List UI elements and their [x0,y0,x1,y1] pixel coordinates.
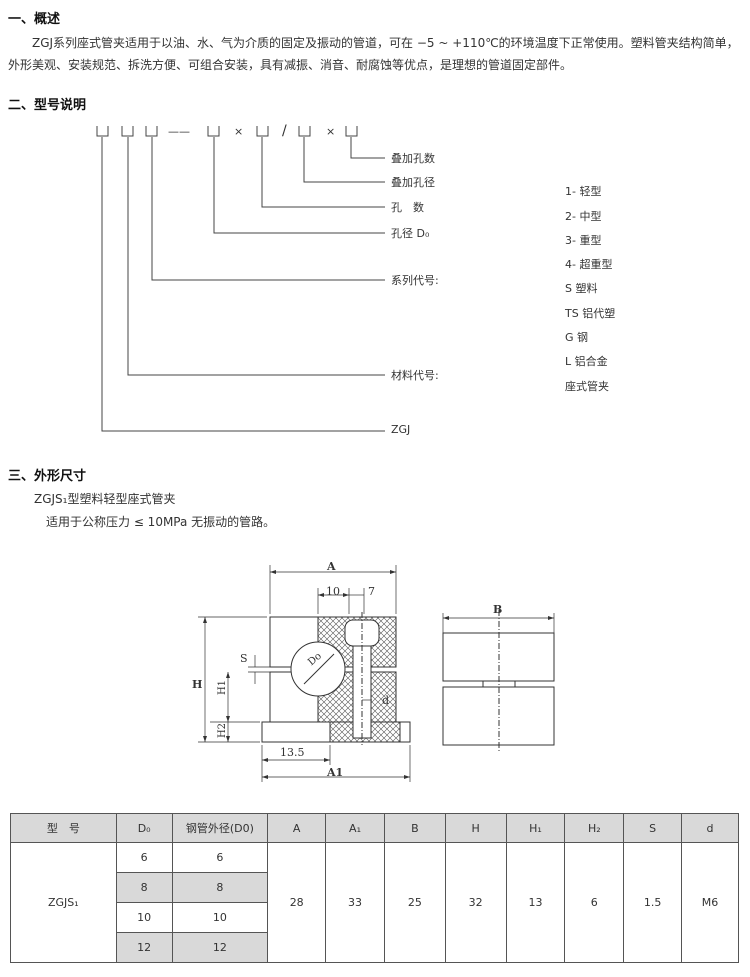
dim-label-h: H [192,678,203,691]
dimensions-usage-line: 适用于公称压力 ≤ 10MPa 无振动的管路。 [46,515,276,529]
side-view [442,610,555,752]
leader-stack-count [350,137,385,159]
code-dash: —— [168,125,190,138]
label-stack-bore: 叠加孔径 [391,176,435,189]
code-box-material [121,126,134,137]
legend-plastic: S 塑料 [565,282,598,295]
cell-h1: 13 [505,842,566,963]
code-slash: / [282,123,287,139]
label-zgj: ZGJ [391,423,411,436]
spec-table: 型 号 D₀ 钢管外径(D0) A A₁ B H H₁ H₂ S d ZGJS₁… [10,813,739,963]
leader-zgj [101,137,385,432]
legend-medium: 2- 中型 [565,210,602,223]
cell-d0: 6 [115,842,173,873]
header-s: S [623,813,683,843]
table-row: 12 12 [11,932,739,963]
section-dimensions-title: 三、外形尺寸 [8,469,87,484]
header-h1: H₁ [505,813,566,843]
cell-od: 10 [171,902,269,933]
leader-stack-bore [303,137,385,183]
cell-d: M6 [681,842,739,963]
dim-label-13-5: 13.5 [280,746,305,759]
code-times-1: × [234,125,244,138]
cell-s: 1.5 [623,842,683,963]
header-model: 型 号 [10,813,117,843]
dimensions-model-line: ZGJS₁型塑料轻型座式管夹 [34,492,176,506]
section-overview-text: ZGJ系列座式管夹适用于以油、水、气为介质的固定及振动的管道，可在 −5 ~ +… [8,36,739,72]
section-overview-title: 一、概述 [8,12,61,27]
cell-d0: 12 [115,932,173,963]
dim-label-a1: A1 [327,766,344,779]
code-box-holes [256,126,269,137]
cell-od: 6 [171,842,269,873]
dim-label-a: A [327,560,336,573]
header-a1: A₁ [325,813,385,843]
model-code-diagram [96,126,385,432]
diameter-line [303,653,335,685]
table-row: ZGJS₁ 6 6 28 33 25 32 13 6 1.5 M6 [10,842,739,963]
dim-label-s: S [240,652,248,665]
front-view [198,565,411,782]
table-header-row: 型 号 D₀ 钢管外径(D0) A A₁ B H H₁ H₂ S d [10,813,739,843]
cell-od: 8 [171,872,269,903]
label-material: 材料代号: [391,369,439,382]
dim-label-h1: H1 [217,679,229,696]
dim-label-d: d [382,694,390,707]
cell-a1: 33 [325,842,385,963]
header-d: d [681,813,739,843]
pipe-hole [290,641,346,697]
cell-h: 32 [444,842,507,963]
legend-heavy: 3- 重型 [565,234,602,247]
header-b: B [383,813,446,843]
code-box-bore [207,126,220,137]
code-box-stack-bore [298,126,311,137]
cell-a: 28 [267,842,327,963]
leader-series [151,137,385,281]
cell-od: 12 [171,932,269,963]
header-a: A [267,813,327,843]
legend-seat-clamp: 座式管夹 [565,380,609,393]
cell-h2: 6 [564,842,625,963]
label-stack-count: 叠加孔数 [391,152,435,165]
label-holes: 孔 数 [391,201,424,214]
code-box-stack-count [345,126,358,137]
table-row: 8 8 [11,872,739,903]
code-times-2: × [326,125,336,138]
cell-d0: 8 [115,872,173,903]
legend-steel: G 钢 [565,331,589,344]
cell-b: 25 [383,842,446,963]
dim-label-h2: H2 [217,722,229,739]
legend-aluminum: L 铝合金 [565,355,608,368]
header-h2: H₂ [564,813,625,843]
table-row: 10 10 [11,902,739,933]
header-h: H [444,813,507,843]
leader-holes [261,137,385,208]
code-box-series [145,126,158,137]
legend-al-plastic: TS 铝代塑 [565,307,616,320]
legend-super-heavy: 4- 超重型 [565,258,613,271]
label-series: 系列代号: [391,274,439,287]
label-bore: 孔径 D₀ [391,227,430,240]
dim-label-7: 7 [368,585,375,598]
leader-material [127,137,385,376]
technical-drawing [198,565,555,782]
cell-model: ZGJS₁ [10,842,117,963]
header-d0: D₀ [115,813,173,843]
leader-bore [213,137,385,234]
section-model-title: 二、型号说明 [8,98,87,113]
dim-label-10: 10 [326,585,340,598]
cell-d0: 10 [115,902,173,933]
legend-light: 1- 轻型 [565,185,602,198]
dim-label-b: B [493,603,503,616]
header-od: 钢管外径(D0) [171,813,269,843]
code-box-zgj [96,126,109,137]
